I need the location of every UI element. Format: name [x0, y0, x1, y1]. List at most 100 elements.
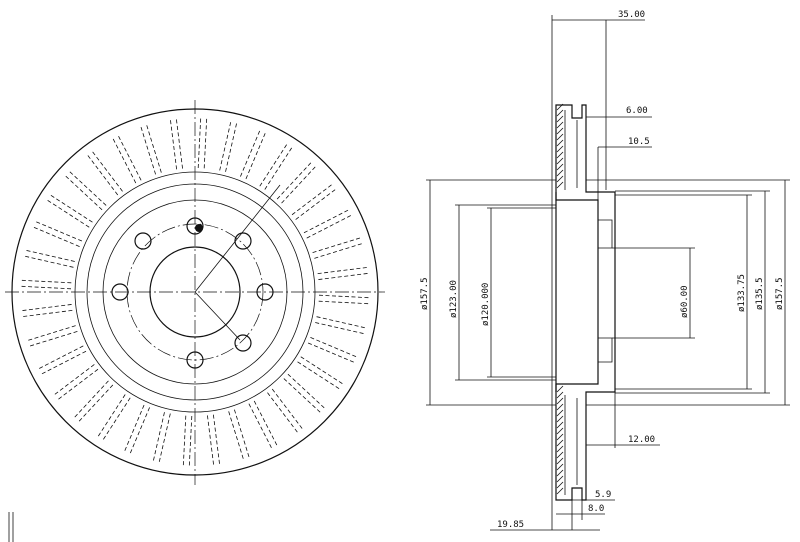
- hatch-line: [556, 139, 564, 147]
- hatch-line: [556, 121, 564, 129]
- vent-slot-edge: [27, 331, 78, 348]
- vent-slot-edge: [271, 388, 304, 431]
- hatch-line: [556, 439, 564, 447]
- vent-slot-edge: [234, 409, 251, 460]
- hatch-line: [556, 169, 564, 177]
- vent-slot-edge: [123, 404, 145, 454]
- vent-slot-edge: [212, 414, 221, 467]
- hatch-line: [556, 133, 564, 141]
- vent-slot-edge: [228, 411, 245, 462]
- vent-slot-edge: [48, 193, 93, 223]
- vent-slot-edge: [291, 183, 334, 216]
- dim-hat-depth: 6.00: [626, 106, 648, 116]
- hatch-line: [556, 163, 564, 171]
- vent-slot-edge: [307, 342, 357, 364]
- vent-slot-edge: [36, 345, 84, 370]
- vent-slot-edge: [197, 116, 202, 169]
- dim-bottom-left: 19.85: [497, 520, 524, 530]
- vent-slot-edge: [283, 378, 323, 415]
- vent-slot-edge: [22, 255, 74, 268]
- vent-slot-edge: [19, 304, 72, 312]
- vent-slot-edge: [188, 415, 193, 468]
- hatch-line: [556, 421, 564, 429]
- vent-slot-edge: [169, 117, 178, 170]
- hatch-line: [556, 385, 564, 393]
- hatch-line: [556, 445, 564, 453]
- vent-slot-edge: [19, 285, 72, 290]
- vent-slot-edge: [86, 153, 119, 196]
- hatch-line: [556, 181, 564, 189]
- vent-slots: [19, 116, 371, 468]
- vent-slot-edge: [318, 300, 371, 305]
- hat-section: [555, 192, 599, 392]
- hatch-line: [556, 409, 564, 417]
- vent-slot-edge: [19, 279, 72, 284]
- vent-slot-edge: [25, 325, 76, 342]
- vent-slot-edge: [245, 130, 267, 180]
- vent-slot-edge: [101, 397, 131, 442]
- vent-slot-edge: [297, 361, 342, 391]
- vent-slot-edge: [129, 407, 150, 456]
- vent-slot-edge: [152, 412, 165, 464]
- vent-slot-edge: [203, 116, 208, 169]
- vent-slot-edge: [111, 136, 137, 184]
- vent-slot-edge: [182, 415, 187, 468]
- dim-plate-thickness: 12.00: [628, 435, 655, 445]
- hatch-line: [556, 109, 564, 117]
- vent-slot-edge: [240, 128, 261, 177]
- hatch-line: [556, 487, 564, 495]
- hatch-line: [556, 391, 564, 399]
- hatch-line: [556, 127, 564, 135]
- vent-slot-edge: [31, 226, 80, 247]
- hatch-line: [556, 151, 564, 159]
- vent-slot-edge: [310, 337, 359, 358]
- dim-width-top: 35.00: [618, 10, 645, 20]
- bolt-hole: [234, 334, 252, 352]
- hatch-line: [556, 145, 564, 153]
- vent-slot-edge: [295, 187, 338, 220]
- vent-slot-edge: [45, 198, 90, 228]
- bolt-holes: [111, 217, 274, 369]
- dim-outer-left: ø157.5: [420, 277, 430, 310]
- section-hatching: [556, 103, 564, 495]
- vent-slot-edge: [96, 394, 126, 439]
- dim-123: ø123.00: [449, 280, 459, 318]
- vent-slot-edge: [207, 415, 215, 468]
- hatch-line: [556, 475, 564, 483]
- dim-135: ø135.5: [755, 277, 765, 310]
- hatch-line: [556, 451, 564, 459]
- vent-slot-edge: [318, 294, 371, 299]
- vent-slot-edge: [317, 266, 370, 275]
- hatch-line: [556, 115, 564, 123]
- vent-slot-edge: [139, 124, 156, 175]
- section-view: 35.00 6.00 10.5 ø157.5 ø123.00 ø120.000 …: [420, 10, 790, 531]
- vent-slot-edge: [90, 149, 123, 192]
- dim-bore: ø60.00: [680, 285, 690, 318]
- vent-slot-edge: [77, 384, 114, 424]
- vent-slot-edge: [303, 208, 351, 234]
- bolt-hole: [234, 232, 252, 250]
- vent-slot-edge: [312, 236, 363, 253]
- vent-slot-edge: [33, 220, 83, 242]
- hatch-line: [556, 469, 564, 477]
- vent-slot-edge: [248, 403, 273, 451]
- vent-slot-edge: [300, 356, 345, 386]
- vent-slot-edge: [56, 368, 99, 401]
- vent-slot-edge: [117, 133, 142, 181]
- dim-groove-b: 8.0: [588, 504, 604, 514]
- vent-slot-edge: [267, 392, 300, 435]
- hatch-line: [556, 403, 564, 411]
- hatch-line: [556, 175, 564, 183]
- marker-dot: [195, 224, 203, 232]
- vent-slot-edge: [264, 145, 294, 190]
- vent-slot-edge: [281, 164, 318, 204]
- hatch-line: [556, 427, 564, 435]
- hatch-line: [556, 481, 564, 489]
- vent-slot-edge: [314, 242, 365, 259]
- hatch-line: [556, 433, 564, 441]
- vent-slot-edge: [63, 174, 103, 211]
- vent-slot-edge: [158, 413, 171, 465]
- vent-slot-edge: [20, 309, 73, 318]
- vent-slot-edge: [306, 214, 354, 239]
